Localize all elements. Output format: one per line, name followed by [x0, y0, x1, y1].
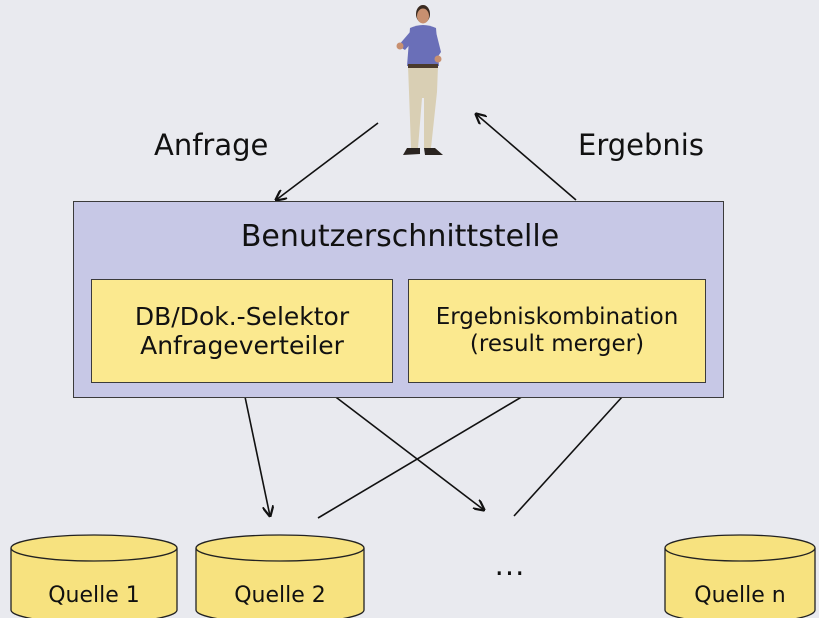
source-2-cylinder: [195, 534, 365, 618]
source-n-label: Quelle n: [694, 583, 786, 608]
query-to-source2-arrow: [243, 391, 270, 516]
user-interface-title: Benutzerschnittstelle: [240, 219, 560, 254]
selector-label: DB/Dok.-Selektor: [134, 301, 350, 331]
distributor-label: Anfrageverteiler: [140, 331, 344, 360]
source-1-cylinder: [10, 534, 178, 618]
more-sources-to-merger-arrow: [513, 386, 632, 517]
person-figure-icon: [396, 5, 443, 155]
result-label: Ergebnis: [578, 128, 704, 162]
source-2-label: Quelle 2: [234, 583, 326, 608]
merger-label: Ergebniskombination: [435, 303, 679, 330]
request-label: Anfrage: [154, 128, 269, 162]
more-sources-ellipsis: ...: [494, 548, 526, 582]
merger-subtitle: (result merger): [469, 331, 645, 357]
result-merger-box: Ergebniskombination (result merger): [408, 279, 706, 383]
result-arrow: [476, 114, 577, 201]
source-1-label: Quelle 1: [48, 583, 140, 608]
request-arrow: [276, 122, 379, 200]
source-n-cylinder: [664, 534, 816, 618]
source2-to-merger-arrow: [317, 386, 540, 519]
selector-distributor-box: DB/Dok.-Selektor Anfrageverteiler: [91, 279, 393, 383]
query-to-more-sources-arrow: [315, 381, 484, 510]
